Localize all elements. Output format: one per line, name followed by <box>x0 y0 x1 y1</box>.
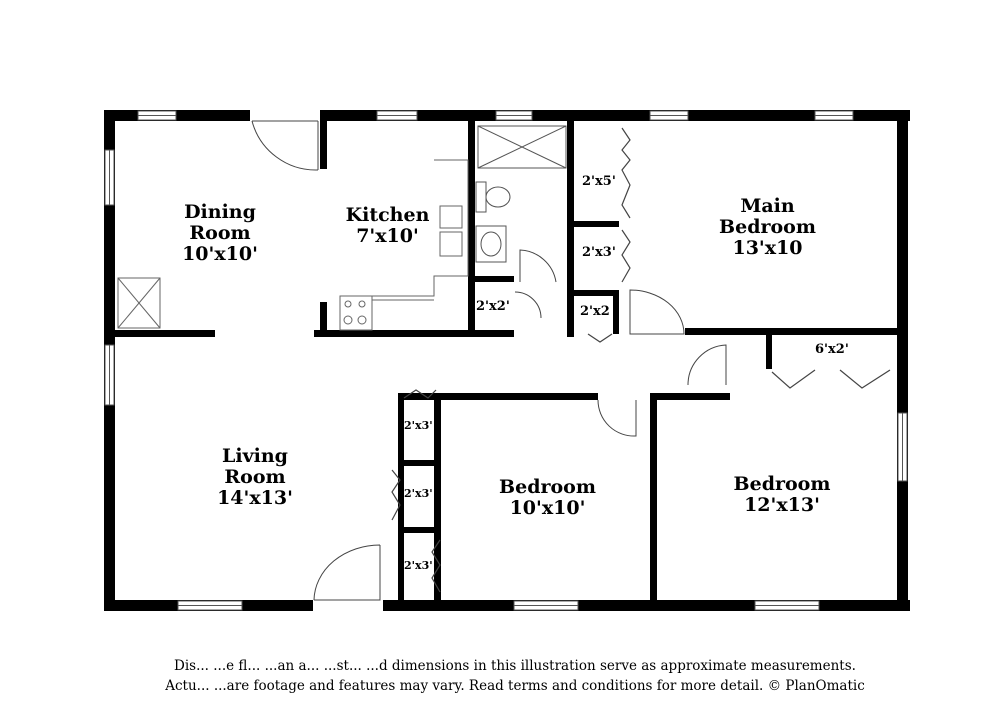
bedroom-center-label: Bedroom 10'x10' <box>480 477 615 519</box>
main-bedroom-label: Main Bedroom 13'x10 <box>700 196 835 259</box>
living-room-name: Living <box>222 445 288 467</box>
bifold-2x3 <box>621 229 631 283</box>
wall-kitchen-bottom <box>314 330 514 337</box>
living-room-name2: Room <box>224 466 286 488</box>
bifold-living-2 <box>391 469 401 521</box>
bedroom-right-size: 12'x13' <box>744 494 820 516</box>
wall-hall-closet-right <box>613 290 619 334</box>
toilet-bowl <box>485 186 511 208</box>
wall-kitchen-upper-stub <box>320 121 327 169</box>
bedroom-right-label: Bedroom 12'x13' <box>712 474 852 516</box>
bedroom-center-name: Bedroom <box>499 476 596 498</box>
main-bedroom-name2: Bedroom <box>719 216 816 238</box>
kitchen-name: Kitchen <box>345 204 430 226</box>
bifold-hall <box>587 333 613 343</box>
kitchen-sink-2 <box>439 231 463 257</box>
wall-closet-divider-2 <box>567 290 619 296</box>
exterior-wall-right <box>897 110 908 611</box>
living-room-size: 14'x13' <box>217 487 293 509</box>
door-front-entry <box>313 544 381 601</box>
door-right-bedroom <box>687 344 727 386</box>
wall-dining-living <box>115 330 215 337</box>
attic-hatch <box>117 277 161 329</box>
door-center-bedroom <box>597 399 637 437</box>
dining-room-name: Dining <box>184 201 256 223</box>
wall-right-bedroom-stub <box>766 335 772 369</box>
wall-living-closet-divider-2 <box>398 527 438 533</box>
closet-2x3-c-label: 2'x3' <box>404 559 433 572</box>
disclaimer: Dis... ...e fl... ...an a... ...st... ..… <box>120 656 910 696</box>
main-bedroom-name: Main <box>740 195 795 217</box>
dining-room-size: 10'x10' <box>182 243 258 265</box>
bedroom-right-name: Bedroom <box>733 473 831 495</box>
stove <box>339 295 373 331</box>
door-dining-entry <box>251 120 319 171</box>
bifold-2x5 <box>621 127 631 219</box>
wall-center-bedroom-left <box>434 393 441 600</box>
disclaimer-line-1: Dis... ...e fl... ...an a... ...st... ..… <box>174 658 856 674</box>
living-room-label: Living Room 14'x13' <box>195 446 315 509</box>
wall-center-bedroom-top <box>398 393 598 400</box>
wall-bath-right <box>567 121 574 337</box>
disclaimer-line-2: Actu... ...are footage and features may … <box>165 678 865 694</box>
bifold-living-1 <box>403 389 437 399</box>
closet-2x5-label: 2'x5' <box>582 174 616 189</box>
wall-living-closet-divider-1 <box>398 460 438 466</box>
wall-right-bedroom-left <box>650 393 657 600</box>
closet-2x3-a-label: 2'x3' <box>404 419 433 432</box>
dining-room-label: Dining Room 10'x10' <box>160 202 280 265</box>
closet-2x2-hall-label: 2'x2 <box>580 304 610 319</box>
bifold-6x2 <box>771 369 891 389</box>
closet-6x2-label: 6'x2' <box>815 342 849 357</box>
door-bath-closet <box>514 291 542 319</box>
toilet-tank <box>475 181 487 213</box>
wall-right-bedroom-top <box>650 393 730 400</box>
wall-bath-left <box>468 121 475 337</box>
wall-kitchen-stub <box>320 302 327 332</box>
kitchen-size: 7'x10' <box>356 225 419 247</box>
closet-2x3-upper-label: 2'x3' <box>582 245 616 260</box>
main-bedroom-size: 13'x10 <box>732 237 803 259</box>
door-bath <box>519 249 557 283</box>
bedroom-center-size: 10'x10' <box>509 497 586 519</box>
wall-bath-closet-top <box>468 276 514 282</box>
bifold-living-3 <box>431 539 441 593</box>
wall-living-closet-left <box>398 393 404 600</box>
kitchen-sink-1 <box>439 205 463 229</box>
closet-2x2-bath-label: 2'x2' <box>476 299 510 314</box>
door-main-bedroom <box>629 289 685 335</box>
exterior-wall-bottom <box>104 600 910 611</box>
wall-main-bedroom-bottom <box>685 328 897 335</box>
kitchen-label: Kitchen 7'x10' <box>330 205 445 247</box>
wall-closet-divider-1 <box>567 221 619 227</box>
dining-room-name2: Room <box>189 222 251 244</box>
closet-2x3-b-label: 2'x3' <box>404 487 433 500</box>
